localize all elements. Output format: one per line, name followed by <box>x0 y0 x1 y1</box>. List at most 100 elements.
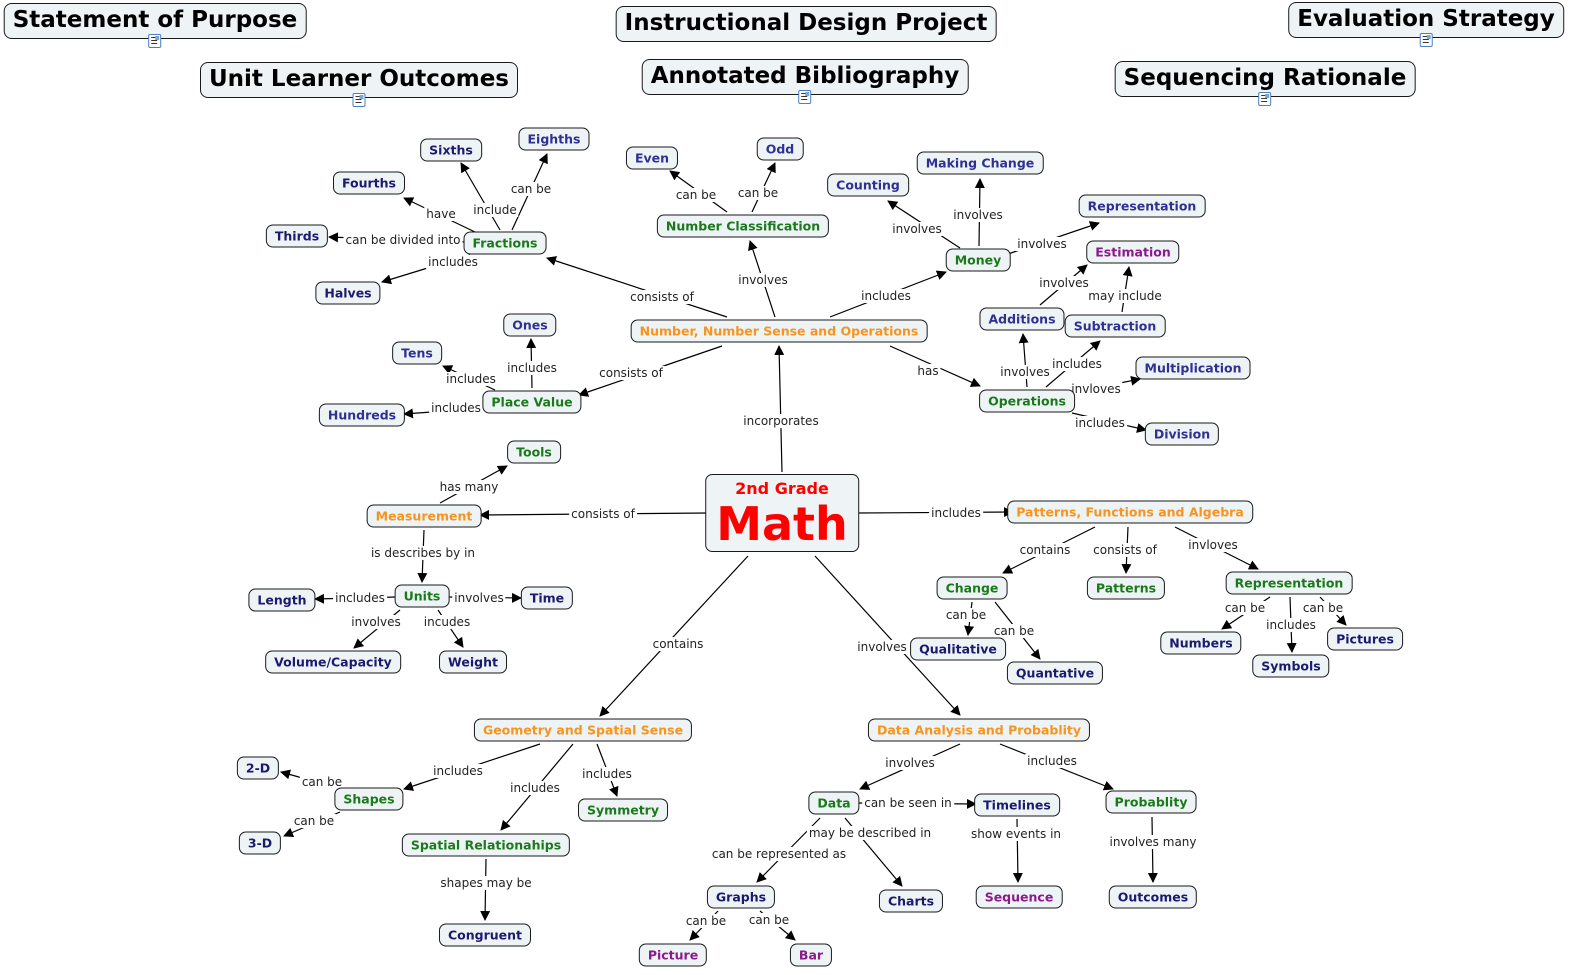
header-link-label: Sequencing Rationale <box>1123 65 1407 91</box>
concept-node-data[interactable]: Data <box>808 791 860 815</box>
concept-node-division[interactable]: Division <box>1144 422 1220 446</box>
concept-node-outcomes_leaf[interactable]: Outcomes <box>1108 885 1198 909</box>
header-link-label: Statement of Purpose <box>12 7 298 33</box>
link-label: involves <box>855 640 909 654</box>
concept-node-numbers[interactable]: Numbers <box>1160 631 1242 655</box>
concept-node-threed[interactable]: 3-D <box>238 831 282 855</box>
concept-node-thirds[interactable]: Thirds <box>265 224 329 248</box>
concept-node-quantative[interactable]: Quantative <box>1006 661 1104 685</box>
concept-node-sequence[interactable]: Sequence <box>975 885 1063 909</box>
link-label: includes <box>1073 416 1127 430</box>
link-label: includes <box>333 591 387 605</box>
header-link-sequencing[interactable]: Sequencing Rationale <box>1114 61 1416 106</box>
concept-node-ones[interactable]: Ones <box>503 313 557 337</box>
concept-node-makingchange[interactable]: Making Change <box>916 151 1044 175</box>
concept-node-hundreds[interactable]: Hundreds <box>318 403 406 427</box>
concept-node-length[interactable]: Length <box>248 588 316 612</box>
concept-node-symmetry[interactable]: Symmetry <box>578 798 668 822</box>
header-link-evaluation[interactable]: Evaluation Strategy <box>1288 2 1564 47</box>
header-link-label: Unit Learner Outcomes <box>209 66 509 92</box>
connector-arrow <box>1018 333 1029 388</box>
concept-node-multiplication[interactable]: Multiplication <box>1135 356 1251 380</box>
link-label: can be <box>735 186 781 200</box>
concept-node-additions[interactable]: Additions <box>979 307 1065 331</box>
connector-arrow <box>1147 816 1158 883</box>
link-label: can be seen in <box>862 796 954 810</box>
concept-node-change[interactable]: Change <box>936 576 1008 600</box>
concept-node-patterns[interactable]: Patterns <box>1086 576 1166 600</box>
link-label: incorporates <box>741 414 821 428</box>
concept-node-subtraction[interactable]: Subtraction <box>1064 314 1166 338</box>
header-link-statement[interactable]: Statement of Purpose <box>3 3 307 48</box>
link-label: involves <box>951 208 1005 222</box>
header-link-label: Instructional Design Project <box>624 10 988 36</box>
link-label: can be <box>1222 601 1268 615</box>
concept-node-money[interactable]: Money <box>945 248 1011 272</box>
link-label: is describes by in <box>368 546 478 560</box>
concept-node-graphs[interactable]: Graphs <box>706 885 776 909</box>
concept-node-operations[interactable]: Operations <box>979 389 1075 413</box>
concept-node-representation1[interactable]: Representation <box>1078 194 1206 218</box>
concept-node-bar[interactable]: Bar <box>789 943 833 967</box>
concept-node-fourths[interactable]: Fourths <box>333 171 405 195</box>
concept-node-volume[interactable]: Volume/Capacity <box>265 650 401 674</box>
link-label: consists of <box>628 290 696 304</box>
link-label: involves <box>1015 237 1069 251</box>
link-label: involves <box>1037 276 1091 290</box>
concept-node-picture[interactable]: Picture <box>638 943 708 967</box>
concept-node-pfa[interactable]: Patterns, Functions and Algebra <box>1007 500 1253 524</box>
concept-node-eighths[interactable]: Eighths <box>518 127 590 151</box>
link-label: includes <box>859 289 913 303</box>
link-label: includes <box>429 401 483 415</box>
header-link-label: Evaluation Strategy <box>1297 6 1555 32</box>
link-label: can be <box>299 775 345 789</box>
concept-node-twod[interactable]: 2-D <box>236 756 280 780</box>
concept-node-tools[interactable]: Tools <box>507 440 561 464</box>
link-label: can be represented as <box>709 847 849 861</box>
link-label: includes <box>505 361 559 375</box>
concept-node-shapes[interactable]: Shapes <box>334 787 404 811</box>
header-link-instructional[interactable]: Instructional Design Project <box>615 6 997 42</box>
link-label: may include <box>1086 289 1164 303</box>
concept-node-nnso[interactable]: Number, Number Sense and Operations <box>630 319 928 343</box>
concept-node-numclass[interactable]: Number Classification <box>656 214 830 238</box>
note-icon[interactable] <box>352 93 366 107</box>
concept-node-congruent[interactable]: Congruent <box>438 923 532 947</box>
concept-node-weight[interactable]: Weight <box>439 650 507 674</box>
header-link-outcomes[interactable]: Unit Learner Outcomes <box>200 62 518 107</box>
link-label: includes <box>1050 357 1104 371</box>
concept-node-time[interactable]: Time <box>520 586 574 610</box>
concept-node-probablity[interactable]: Probablity <box>1105 790 1197 814</box>
concept-node-spatial[interactable]: Spatial Relationahips <box>401 833 571 857</box>
link-label: involves <box>452 591 506 605</box>
concept-node-geo[interactable]: Geometry and Spatial Sense <box>473 718 693 742</box>
concept-node-odd[interactable]: Odd <box>756 137 804 161</box>
concept-node-tens[interactable]: Tens <box>392 341 442 365</box>
root-concept-math[interactable]: 2nd Grade Math <box>705 474 859 552</box>
concept-node-units[interactable]: Units <box>394 584 450 608</box>
concept-node-dap[interactable]: Data Analysis and Probablity <box>867 718 1091 742</box>
concept-node-pictures[interactable]: Pictures <box>1327 627 1403 651</box>
note-icon[interactable] <box>1258 92 1272 106</box>
concept-node-timelines[interactable]: Timelines <box>974 793 1060 817</box>
concept-node-meas[interactable]: Measurement <box>366 504 482 528</box>
concept-node-counting[interactable]: Counting <box>827 173 909 197</box>
connector-arrow <box>460 162 501 231</box>
concept-node-sixths[interactable]: Sixths <box>420 138 482 162</box>
link-label: includes <box>1025 754 1079 768</box>
concept-node-even[interactable]: Even <box>625 146 679 170</box>
concept-node-charts[interactable]: Charts <box>878 889 944 913</box>
concept-node-representation2[interactable]: Representation <box>1225 571 1353 595</box>
concept-node-halves[interactable]: Halves <box>315 281 381 305</box>
concept-node-fractions[interactable]: Fractions <box>463 231 547 255</box>
note-icon[interactable] <box>798 90 812 104</box>
note-icon[interactable] <box>1419 33 1433 47</box>
link-label: can be <box>673 188 719 202</box>
link-label: can be <box>683 914 729 928</box>
concept-node-symbols[interactable]: Symbols <box>1252 654 1330 678</box>
note-icon[interactable] <box>148 34 162 48</box>
concept-node-qualitative[interactable]: Qualitative <box>910 637 1006 661</box>
concept-node-estimation[interactable]: Estimation <box>1086 240 1180 264</box>
concept-node-placevalue[interactable]: Place Value <box>482 390 582 414</box>
header-link-bibliography[interactable]: Annotated Bibliography <box>641 59 969 104</box>
